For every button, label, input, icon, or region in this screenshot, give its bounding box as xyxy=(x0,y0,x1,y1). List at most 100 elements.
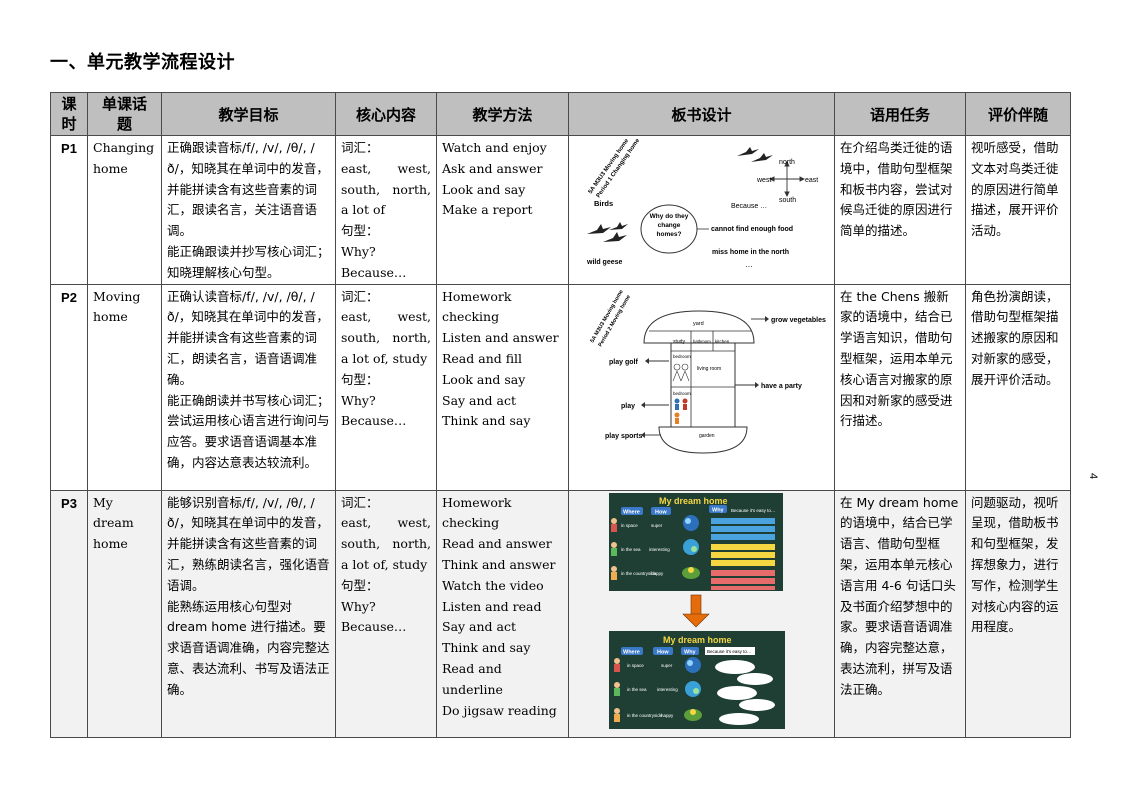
table-row: P1 Changing home 正确跟读音标/f/, /v/, /θ/, /ð… xyxy=(50,135,1071,285)
goals-cell: 能够识别音标/f/, /v/, /θ/, /ð/，知晓其在单词中的发音，并能拼读… xyxy=(161,489,336,738)
place-label: in the sea xyxy=(627,687,647,692)
why-label: Why xyxy=(712,507,725,513)
goal-text: 正确认读音标/f/, /v/, /θ/, /ð/，知晓其在单词中的发音，并能拼读… xyxy=(167,288,329,387)
goal-text: 能熟练运用核心句型对 dream home 进行描述。要求语音语调准确，内容完整… xyxy=(167,598,330,697)
header-core: 核心内容 xyxy=(335,92,437,136)
board-design-cell: 5A M3U3 Moving home Period 1 Changing ho… xyxy=(568,135,835,285)
children-figure-icon xyxy=(674,398,688,424)
because-label: Because … xyxy=(731,203,767,210)
birds-label: Birds xyxy=(594,199,613,208)
center-question: Why do they change homes? xyxy=(649,213,689,238)
methods-cell: Homework checking Listen and answer Read… xyxy=(436,283,569,491)
adj-label: super xyxy=(661,663,673,668)
goals-cell: 正确跟读音标/f/, /v/, /θ/, /ð/，知晓其在单词中的发音，并能拼读… xyxy=(161,135,336,285)
task-cell: 在 My dream home 的语境中，结合已学语言、借助句型框架，运用本单元… xyxy=(834,489,966,738)
down-arrow-icon xyxy=(682,594,710,628)
header-eval: 评价伴随 xyxy=(965,92,1071,136)
dream-home-board-top: My dream home Where How Why Because it's… xyxy=(609,492,783,591)
board-diagram-birds: 5A M3U3 Moving home Period 1 Changing ho… xyxy=(586,137,818,269)
period-cell: P2 xyxy=(50,283,88,491)
house-body xyxy=(670,342,736,428)
table-row: P3 My dream home 能够识别音标/f/, /v/, /θ/, /ð… xyxy=(50,489,1071,738)
adj-label: happy xyxy=(661,713,674,718)
pattern-label: 句型： xyxy=(341,371,379,387)
method-item: Ask and answer xyxy=(442,160,543,176)
because-box xyxy=(705,646,755,655)
room-bedroom-two: bedroom xyxy=(673,391,691,396)
method-item: Listen and answer xyxy=(442,330,559,346)
room-yard: yard xyxy=(693,321,704,327)
goose-icon xyxy=(587,222,628,242)
place-label: in the sea xyxy=(621,547,641,552)
reason-two: miss home in the north xyxy=(712,249,789,256)
reason-one: cannot find enough food xyxy=(711,226,793,233)
kid-figure-icon xyxy=(611,517,617,580)
where-label: Where xyxy=(623,509,640,515)
board-title: My dream home xyxy=(659,496,728,506)
adj-label: happy xyxy=(651,571,664,576)
method-item: Think and say xyxy=(442,413,531,429)
compass-north: north xyxy=(779,159,795,166)
vocab-label: 词汇： xyxy=(341,140,379,155)
house-roof xyxy=(643,310,755,344)
board-diagram-house: 5A M3U3 Moving home Period 2 Moving home… xyxy=(590,289,826,454)
place-label: in the countryside xyxy=(621,571,657,576)
how-tag xyxy=(653,646,673,655)
teaching-flow-table: 课时 单课话题 教学目标 核心内容 教学方法 板书设计 语用任务 评价伴随 P1… xyxy=(50,92,1071,738)
activity-grow: grow vegetables xyxy=(771,317,826,324)
vocab-label: 词汇： xyxy=(341,288,379,304)
how-label: How xyxy=(655,509,667,515)
core-cell: 词汇： east, west, south, north, a lot of, … xyxy=(335,283,437,491)
board-design-cell: 5A M3U3 Moving home Period 2 Moving home… xyxy=(568,283,835,491)
period-cell: P3 xyxy=(50,489,88,738)
goal-text: 能正确朗读并书写核心词汇；尝试运用核心语言进行询问与应答。要求语音语调基本准确，… xyxy=(167,392,330,470)
vocab-label: 词汇： xyxy=(341,494,379,510)
method-item: Look and say xyxy=(442,181,526,197)
core-cell: 词汇： east, west, south, north, a lot of, … xyxy=(335,489,437,738)
where-label: Where xyxy=(623,649,640,655)
pattern-answer: Because… xyxy=(341,264,407,280)
pattern-question: Why? xyxy=(341,598,376,614)
methods-cell: Homework checking Read and answer Think … xyxy=(436,489,569,738)
pattern-label: 句型： xyxy=(341,223,379,239)
activity-sports: play sports xyxy=(605,433,642,440)
kid-figure-icon xyxy=(614,657,620,722)
method-item: Homework checking xyxy=(442,288,512,325)
activity-party: have a party xyxy=(761,383,802,390)
because-label: Because it's easy to… xyxy=(731,508,775,513)
table-row: P2 Moving home 正确认读音标/f/, /v/, /θ/, /ð/，… xyxy=(50,283,1071,491)
vocab-text: east, west, south, north, a lot of xyxy=(341,160,431,218)
eval-cell: 问题驱动，视听呈现，借助板书和句型框架，发挥想象力，进行写作，检测学生对核心内容… xyxy=(965,489,1071,738)
methods-cell: Watch and enjoy Ask and answer Look and … xyxy=(436,135,569,285)
room-garden: garden xyxy=(699,433,715,439)
arrow-head xyxy=(645,357,649,364)
header-goals: 教学目标 xyxy=(161,92,336,136)
goal-text: 能够识别音标/f/, /v/, /θ/, /ð/，知晓其在单词中的发音，并能拼读… xyxy=(167,494,330,593)
header-topic: 单课话题 xyxy=(87,92,162,136)
compass-west: west xyxy=(756,177,771,184)
goal-text: 正确跟读音标/f/, /v/, /θ/, /ð/，知晓其在单词中的发音，并能拼读… xyxy=(167,140,329,239)
method-item: Think and answer xyxy=(442,556,556,572)
method-item: Do jigsaw reading xyxy=(442,702,557,718)
method-item: Homework checking xyxy=(442,494,512,531)
pattern-answer: Because… xyxy=(341,413,407,429)
board-title: My dream home xyxy=(663,635,732,645)
pattern-answer: Because… xyxy=(341,619,407,635)
vocab-text: east, west, south, north, a lot of, stud… xyxy=(341,309,431,366)
method-item: Say and act xyxy=(442,619,517,635)
place-label: in space xyxy=(627,663,644,668)
why-tag xyxy=(709,504,727,513)
method-item: Think and say xyxy=(442,640,531,656)
arrow-head xyxy=(641,431,645,438)
more-ellipsis: … xyxy=(745,260,753,269)
table-header-row: 课时 单课话题 教学目标 核心内容 教学方法 板书设计 语用任务 评价伴随 xyxy=(50,92,1071,136)
header-period: 课时 xyxy=(50,92,88,136)
adj-label: interesting xyxy=(649,547,670,552)
why-tag xyxy=(681,646,699,655)
goal-text: 能正确跟读并抄写核心词汇；知晓理解核心句型。 xyxy=(167,243,330,280)
house-base xyxy=(658,426,748,454)
period-cell: P1 xyxy=(50,135,88,285)
pattern-label: 句型： xyxy=(341,577,379,593)
core-cell: 词汇： east, west, south, north, a lot of 句… xyxy=(335,135,437,285)
speech-bubbles xyxy=(715,659,775,725)
